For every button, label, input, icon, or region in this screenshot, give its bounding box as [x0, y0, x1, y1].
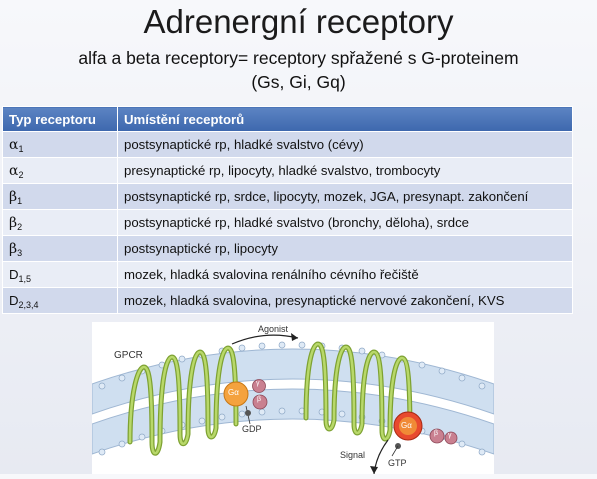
receptor-subscript: 2: [18, 169, 24, 180]
signal-arrowhead: [370, 466, 378, 474]
receptor-symbol: D: [9, 267, 19, 282]
gtp-connector: [391, 445, 399, 457]
receptor-location-cell: postsynaptické rp, hladké svalstvo (cévy…: [117, 131, 573, 158]
g-alpha-active-core: [399, 417, 417, 435]
receptor-type-cell: α1: [2, 131, 118, 158]
gamma-subunit-right: [444, 431, 458, 445]
gpcr-receptor-right-fill: [304, 342, 412, 441]
gpcr-label: GPCR: [114, 350, 143, 361]
table-row: β1 postsynaptické rp, srdce, lipocyty, m…: [2, 183, 573, 210]
agonist-arrowhead: [291, 333, 298, 341]
beta-subunit-right: [429, 428, 445, 444]
receptor-subscript: 3: [17, 247, 23, 258]
gamma-subunit-left: [252, 379, 266, 393]
g-alpha-inactive: [223, 381, 249, 407]
gamma-right-label: γ: [448, 432, 452, 439]
receptor-subscript: 1,5: [18, 274, 32, 284]
receptor-location-cell: mozek, hladká svalovina, presynaptické n…: [117, 287, 573, 314]
receptor-type-cell: β3: [2, 235, 118, 262]
receptor-type-cell: D2,3,4: [2, 287, 118, 314]
signal-label: Signal: [340, 450, 366, 460]
beta-subunit-left: [252, 394, 268, 410]
receptor-subscript: 1: [17, 195, 23, 206]
table-row: α2 presynaptické rp, lipocyty, hladké sv…: [2, 157, 573, 184]
g-alpha-right-label: Gα: [401, 421, 412, 430]
subtitle-line-1: alfa a beta receptory= receptory spřažen…: [78, 48, 519, 68]
agonist-label: Agonist: [258, 324, 289, 334]
g-alpha-left-label: Gα: [228, 388, 239, 397]
gdp-label: GDP: [242, 424, 262, 434]
receptor-type-cell: β2: [2, 209, 118, 236]
table-row: β2 postsynaptické rp, hladké svalstvo (b…: [2, 209, 573, 236]
gpcr-diagram: GPCR Agonist Gα γ β GDP Gα β γ Signal GT…: [91, 322, 495, 475]
gdp-ball: [245, 410, 251, 416]
receptor-location-cell: postsynaptické rp, lipocyty: [117, 235, 573, 262]
agonist-arrow: [231, 334, 299, 345]
receptor-symbol: D: [9, 293, 19, 308]
header-receptor-location: Umístění receptorů: [117, 106, 573, 132]
receptor-symbol: α: [9, 162, 19, 179]
receptor-location-cell: mozek, hladká svalovina renálního cévníh…: [117, 261, 573, 288]
receptor-subscript: 1: [18, 143, 24, 154]
receptor-type-cell: β1: [2, 183, 118, 210]
receptor-symbol: β: [9, 214, 18, 231]
receptor-type-cell: α2: [2, 157, 118, 184]
beta-right-label: β: [434, 430, 439, 437]
gpcr-diagram-svg: [91, 333, 495, 475]
receptor-symbol: β: [9, 240, 18, 257]
table-row: α1 postsynaptické rp, hladké svalstvo (c…: [2, 131, 573, 158]
gpcr-receptor-left-fill: [128, 346, 238, 455]
subtitle-line-2: (Gs, Gi, Gq): [251, 72, 346, 92]
header-receptor-type: Typ receptoru: [2, 106, 118, 132]
table-row: D1,5 mozek, hladká svalovina renálního c…: [2, 261, 573, 288]
receptor-table: Typ receptoru Umístění receptorů α1 post…: [2, 106, 573, 314]
receptor-location-cell: postsynaptické rp, srdce, lipocyty, moze…: [117, 183, 573, 210]
receptor-symbol: β: [9, 188, 18, 205]
receptor-location-cell: postsynaptické rp, hladké svalstvo (bron…: [117, 209, 573, 236]
beta-left-label: β: [257, 396, 262, 403]
gamma-left-label: γ: [256, 380, 260, 387]
receptor-location-cell: presynaptické rp, lipocyty, hladké svals…: [117, 157, 573, 184]
receptor-subscript: 2,3,4: [18, 300, 39, 310]
table-row: D2,3,4 mozek, hladká svalovina, presynap…: [2, 287, 573, 314]
receptor-symbol: α: [9, 136, 19, 153]
slide-subtitle: alfa a beta receptory= receptory spřažen…: [0, 46, 597, 94]
table-row: β3 postsynaptické rp, lipocyty: [2, 235, 573, 262]
receptor-subscript: 2: [17, 221, 23, 232]
gtp-label: GTP: [388, 458, 407, 468]
table-header-row: Typ receptoru Umístění receptorů: [2, 106, 573, 132]
receptor-type-cell: D1,5: [2, 261, 118, 288]
slide-title: Adrenergní receptory: [143, 3, 454, 40]
